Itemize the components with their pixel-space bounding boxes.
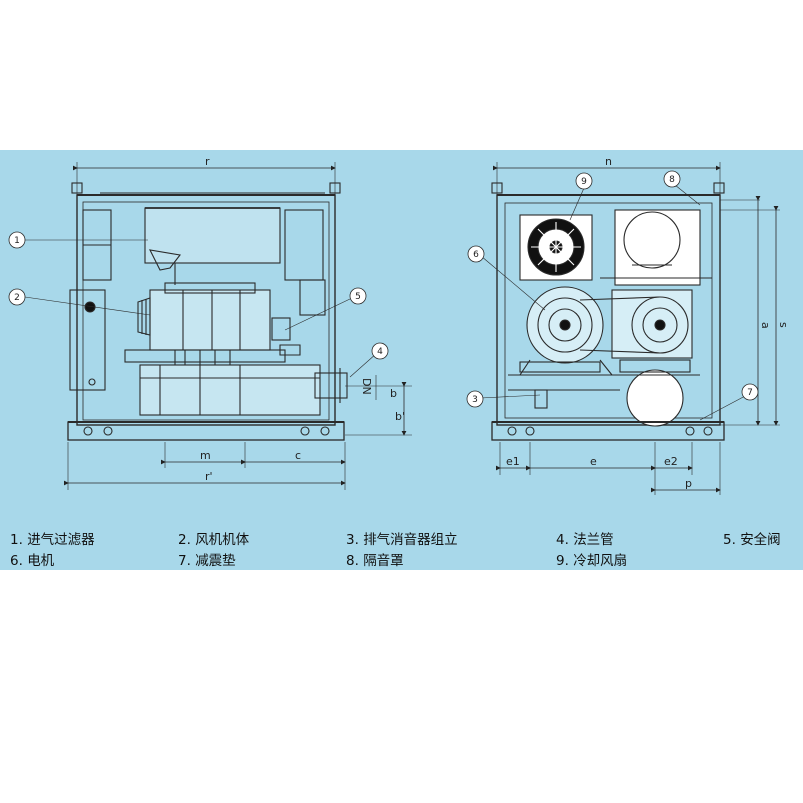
dim-n: n — [605, 155, 612, 168]
dim-s: s — [777, 322, 790, 328]
legend-item-9: 9. 冷却风扇 — [556, 553, 628, 569]
svg-text:6: 6 — [473, 250, 479, 260]
callout-4: 4 — [371, 342, 389, 360]
legend-item-1: 1. 进气过滤器 — [10, 532, 95, 548]
callout-6: 6 — [467, 245, 485, 263]
legend-item-8: 8. 隔音罩 — [346, 553, 404, 569]
side-view — [24, 162, 412, 490]
legend-item-7: 7. 减震垫 — [178, 553, 236, 569]
dim-p: p — [685, 477, 692, 490]
dim-r-top: r — [205, 155, 210, 168]
dim-b: b — [390, 387, 397, 400]
dim-c: c — [295, 449, 301, 462]
dim-r-bottom: r' — [205, 470, 213, 483]
dim-m: m — [200, 449, 211, 462]
dim-e: e — [590, 455, 597, 468]
legend-item-6: 6. 电机 — [10, 553, 55, 569]
dim-e1: e1 — [506, 455, 520, 468]
callout-7: 7 — [741, 383, 759, 401]
callout-3: 3 — [466, 390, 484, 408]
legend-item-3: 3. 排气消音器组立 — [346, 532, 458, 548]
callout-9: 9 — [575, 172, 593, 190]
callout-1: 1 — [8, 231, 26, 249]
callout-8: 8 — [663, 170, 681, 188]
svg-text:7: 7 — [747, 388, 753, 398]
svg-text:5: 5 — [355, 292, 361, 302]
callout-5: 5 — [349, 287, 367, 305]
front-view — [480, 162, 780, 495]
svg-text:3: 3 — [472, 395, 478, 405]
drawing-svg: 1 2 5 4 r m c r' b b' DN — [8, 155, 790, 495]
svg-text:4: 4 — [377, 347, 383, 357]
legend-item-2: 2. 风机机体 — [178, 532, 250, 548]
svg-text:1: 1 — [14, 236, 20, 246]
dim-e2: e2 — [664, 455, 678, 468]
legend-item-5: 5. 安全阀 — [723, 532, 781, 548]
dim-dn: DN — [360, 378, 373, 395]
svg-text:2: 2 — [14, 293, 20, 303]
callout-2: 2 — [8, 288, 26, 306]
legend-item-4: 4. 法兰管 — [556, 532, 614, 548]
svg-text:8: 8 — [669, 175, 675, 185]
dim-b-prime: b' — [395, 410, 405, 423]
blower-drawing-panel: 1 2 5 4 r m c r' b b' DN — [0, 150, 803, 570]
dim-a: a — [759, 322, 772, 329]
svg-text:9: 9 — [581, 177, 587, 187]
